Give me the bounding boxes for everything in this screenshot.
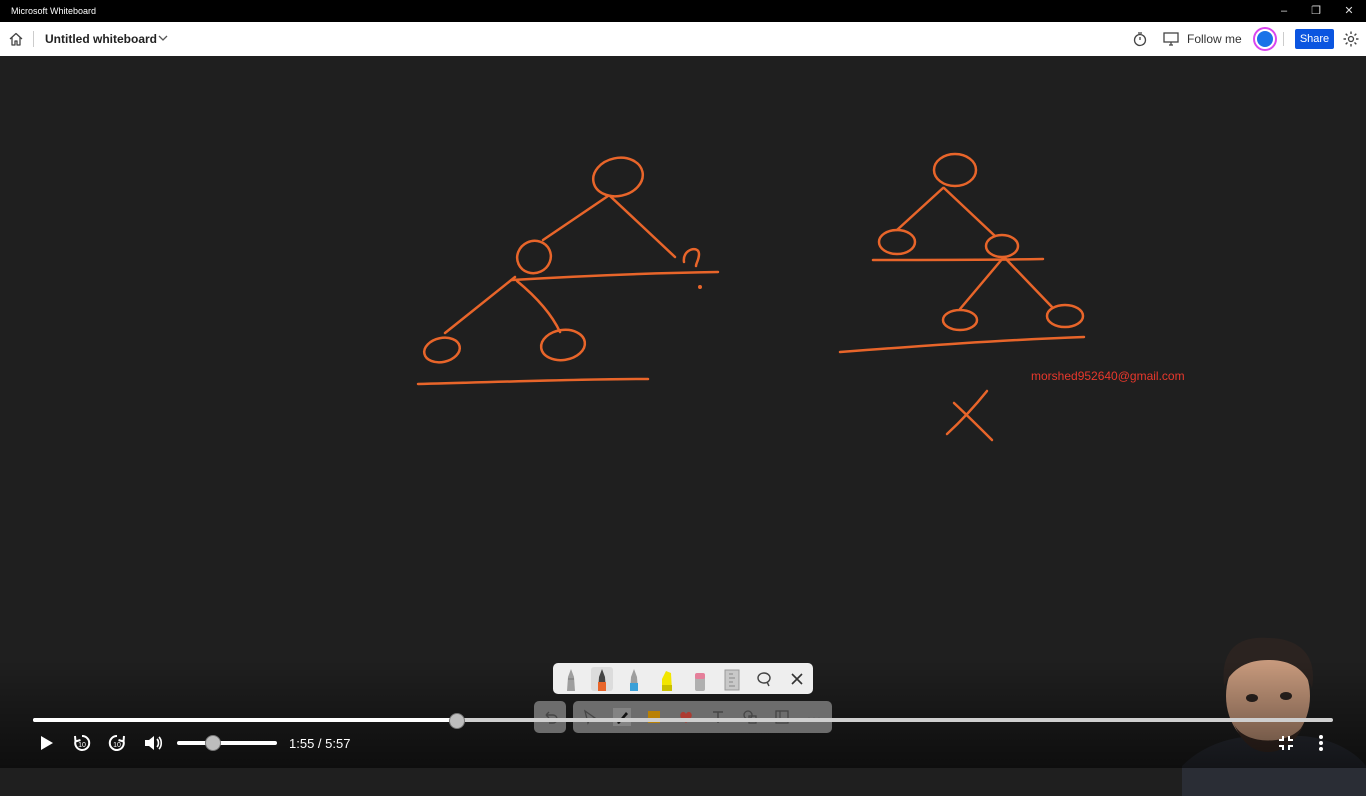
tree1-question-mark <box>682 247 701 268</box>
tool-tray-main <box>573 701 832 733</box>
tool-tray <box>534 701 832 733</box>
volume-icon[interactable] <box>143 733 163 753</box>
close-window-icon[interactable]: ✕ <box>1344 5 1354 17</box>
rewind-10-icon[interactable]: 10 <box>72 733 92 753</box>
forward-10-icon[interactable]: 10 <box>107 733 127 753</box>
app-header: Untitled whiteboard Follow me Share <box>0 22 1366 57</box>
share-button[interactable]: Share <box>1295 29 1334 49</box>
pink-pen-icon[interactable] <box>689 667 711 691</box>
more-vertical-icon[interactable] <box>1311 733 1331 753</box>
tree2-left-node <box>877 228 917 256</box>
x-mark <box>945 389 989 436</box>
seek-bar[interactable] <box>33 713 1333 729</box>
tree2-leaf-node <box>1045 303 1085 329</box>
exit-fullscreen-icon[interactable] <box>1276 733 1296 753</box>
tree1-underline-1 <box>510 270 720 282</box>
divider <box>33 31 34 47</box>
pen-tray <box>553 663 813 694</box>
play-icon[interactable] <box>36 733 56 753</box>
tree2-leaf-node <box>941 308 979 332</box>
grey-pen-icon[interactable] <box>560 667 582 691</box>
tree1-edge <box>541 194 610 242</box>
lasso-icon[interactable] <box>755 670 773 688</box>
board-title[interactable]: Untitled whiteboard <box>45 32 157 46</box>
tree1-edge <box>608 194 677 259</box>
ruler-icon[interactable] <box>721 667 743 691</box>
volume-slider[interactable] <box>177 735 277 751</box>
timer-icon[interactable] <box>1132 31 1148 47</box>
rewind-10-label: 10 <box>78 742 86 749</box>
tree2-right-node <box>984 233 1020 259</box>
seek-handle[interactable] <box>448 713 465 729</box>
ink-drawing <box>416 152 1086 442</box>
orange-pen-icon[interactable] <box>591 667 613 691</box>
window-titlebar: Microsoft Whiteboard – ❐ ✕ <box>0 0 1366 22</box>
tree1-question-dot <box>698 285 702 289</box>
tree2-edge <box>958 256 1005 311</box>
tree1-edge <box>443 275 517 335</box>
avatar[interactable] <box>1255 29 1275 49</box>
tree1-leaf-node <box>539 328 587 362</box>
watermark-email: morshed952640@gmail.com <box>1031 369 1185 383</box>
follow-me-label: Follow me <box>1187 32 1242 46</box>
home-icon[interactable] <box>8 31 24 47</box>
close-icon[interactable] <box>788 670 806 688</box>
tree2-edge <box>895 186 945 232</box>
minimize-icon[interactable]: – <box>1280 5 1288 17</box>
volume-handle[interactable] <box>205 735 221 751</box>
present-icon <box>1163 32 1179 46</box>
tree1-root-node <box>591 156 645 198</box>
restore-icon[interactable]: ❐ <box>1311 5 1321 17</box>
tree2-edge <box>1003 256 1054 309</box>
undo-button[interactable] <box>534 701 566 733</box>
blue-pen-icon[interactable] <box>623 667 645 691</box>
tree1-left-node <box>515 239 553 275</box>
tree1-underline-2 <box>416 377 650 386</box>
divider <box>1283 32 1284 46</box>
video-player-controls: 10 10 1:55 / 5:57 <box>0 710 1366 768</box>
chevron-down-icon[interactable] <box>157 32 169 44</box>
time-display: 1:55 / 5:57 <box>289 736 351 751</box>
tree2-underline-1 <box>871 257 1045 262</box>
tree2-underline-2 <box>838 335 1086 354</box>
tree2-edge <box>942 186 997 238</box>
tree2-root-node <box>932 152 978 188</box>
seek-bar-played <box>33 718 456 722</box>
yellow-highlighter-icon[interactable] <box>656 667 678 691</box>
settings-gear-icon[interactable] <box>1342 30 1360 48</box>
forward-10-label: 10 <box>113 742 121 749</box>
tree1-leaf-node <box>422 336 462 364</box>
window-title: Microsoft Whiteboard <box>11 6 97 16</box>
x-mark <box>952 401 994 442</box>
tree1-edge <box>515 279 562 334</box>
